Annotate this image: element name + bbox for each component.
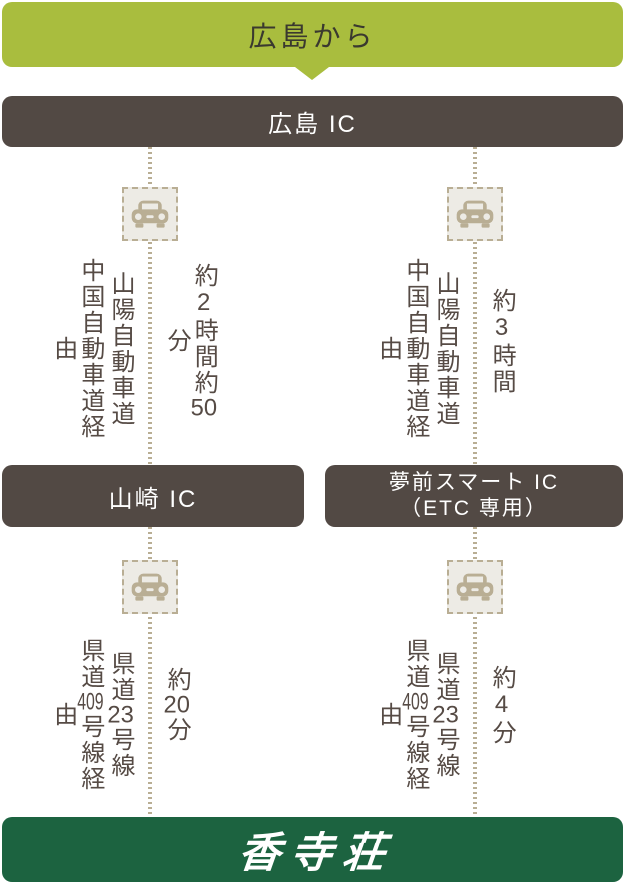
car-icon-box [447, 560, 503, 614]
travel-duration: 約20分 [163, 667, 191, 743]
via-roads: 山陽自動車道 中国自動車道経由 [375, 258, 459, 440]
car-icon [456, 573, 494, 601]
via-road: 県道409号線経由 [49, 637, 104, 792]
leg-left-local: 県道23号線 県道409号線経由 約20分 [0, 527, 300, 817]
via-road: 中国自動車道経由 [49, 258, 104, 440]
via-roads: 県道23号線 県道409号線経由 [375, 627, 459, 802]
route-line [148, 147, 152, 465]
car-icon-box [122, 187, 178, 241]
via-roads: 山陽自動車道 中国自動車道経由 [50, 258, 134, 440]
leg-right-highway: 山陽自動車道 中国自動車道経由 約3時間 [325, 147, 625, 465]
route-line [148, 527, 152, 817]
via-road: 中国自動車道経由 [374, 258, 429, 440]
mid-ic-bar-yumesaki: 夢前スマート IC （ETC 専用） [325, 465, 623, 527]
car-icon [456, 200, 494, 228]
leg-left-highway: 山陽自動車道 中国自動車道経由 約2時間約50分 [0, 147, 300, 465]
destination-bar: 香寺荘 [2, 817, 623, 882]
mid-ic-label: 夢前スマート IC [388, 470, 560, 494]
mid-ic-bar-yamasaki: 山崎 IC [2, 465, 304, 527]
origin-label: 広島から [248, 20, 377, 52]
via-road: 県道23号線 [432, 650, 459, 779]
car-icon-box [122, 560, 178, 614]
via-road: 県道409号線経由 [374, 637, 429, 792]
down-arrow-pointer [295, 67, 329, 80]
car-icon-box [447, 187, 503, 241]
route-line [473, 147, 477, 465]
car-icon [131, 200, 169, 228]
leg-right-local: 県道23号線 県道409号線経由 約4分 [325, 527, 625, 817]
travel-duration: 約2時間約50分 [163, 262, 218, 420]
route-line [473, 527, 477, 817]
destination-logo: 香寺荘 [236, 828, 398, 877]
car-icon [131, 573, 169, 601]
mid-ic-sublabel: （ETC 専用） [400, 497, 548, 520]
start-ic-bar: 広島 IC [2, 96, 623, 147]
via-roads: 県道23号線 県道409号線経由 [50, 627, 134, 802]
origin-banner: 広島から [2, 2, 623, 67]
start-ic-label: 広島 IC [268, 111, 357, 138]
via-road: 県道23号線 [107, 650, 134, 779]
travel-duration: 約4分 [488, 664, 516, 746]
via-road: 山陽自動車道 [107, 271, 134, 427]
via-road: 山陽自動車道 [432, 271, 459, 427]
mid-ic-label: 山崎 IC [108, 485, 198, 513]
travel-duration: 約3時間 [488, 287, 516, 395]
